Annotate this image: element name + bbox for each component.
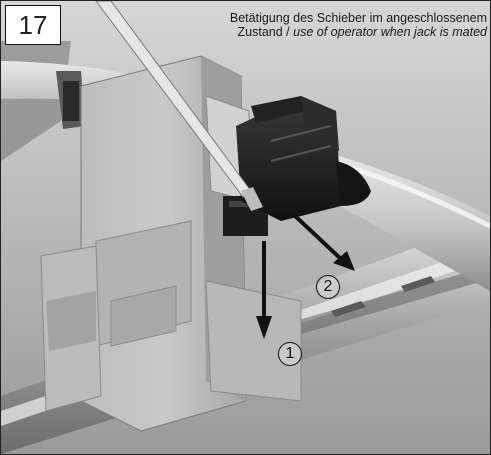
arrow-2 — [291, 212, 355, 271]
marker-2-label: 2 — [323, 278, 333, 295]
caption-line-1: Betätigung des Schieber im angeschlossen… — [229, 11, 487, 25]
screwdriver — [95, 1, 263, 211]
arrow-1 — [256, 241, 272, 339]
caption-en-part: use of operator when jack is mated — [293, 25, 487, 39]
marker-1-label: 1 — [285, 345, 295, 362]
figure-caption: Betätigung des Schieber im angeschlossen… — [119, 11, 487, 39]
step-number-box: 17 — [5, 5, 61, 45]
marker-1: 1 — [278, 342, 302, 366]
marker-2: 2 — [316, 275, 340, 299]
step-number: 17 — [18, 9, 48, 40]
rj45-plug — [236, 96, 371, 221]
caption-de-part: Zustand / — [237, 25, 290, 39]
caption-line-2: Zustand / use of operator when jack is m… — [119, 25, 487, 39]
